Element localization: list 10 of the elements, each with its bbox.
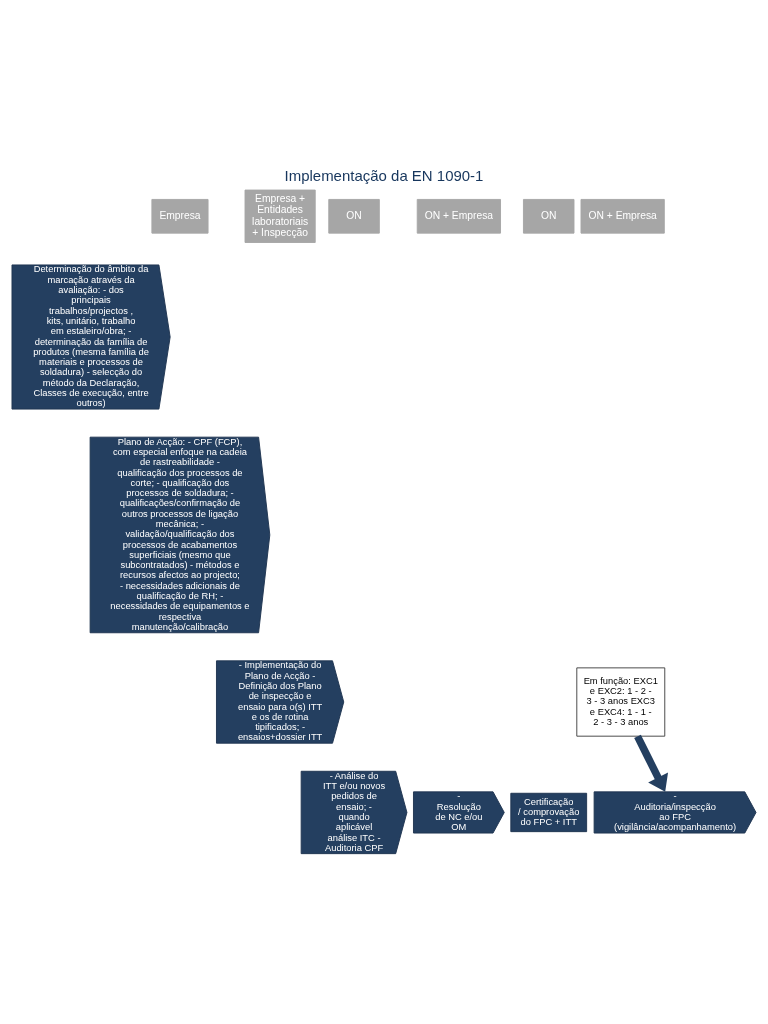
node-box: ON: [523, 198, 575, 234]
node-box: Empresa + Entidades laboratoriais + Inspecção: [244, 189, 316, 243]
node-box: Empresa: [151, 198, 209, 234]
node-box: Certificação / comprovação do FPC + ITT: [510, 792, 588, 832]
arrow: [634, 734, 669, 792]
node-box: ON: [328, 198, 380, 234]
diagram-title: Implementação da EN 1090-1: [284, 166, 484, 184]
node-box: Em função: EXC1 e EXC2: 1 - 2 - 3 - 3 anos EXC3 e EXC4: 1 - 1 - 2 - 3 - 3 anos: [576, 666, 666, 737]
node-box: ON + Empresa: [580, 198, 665, 234]
node-box: ON + Empresa: [416, 198, 501, 234]
